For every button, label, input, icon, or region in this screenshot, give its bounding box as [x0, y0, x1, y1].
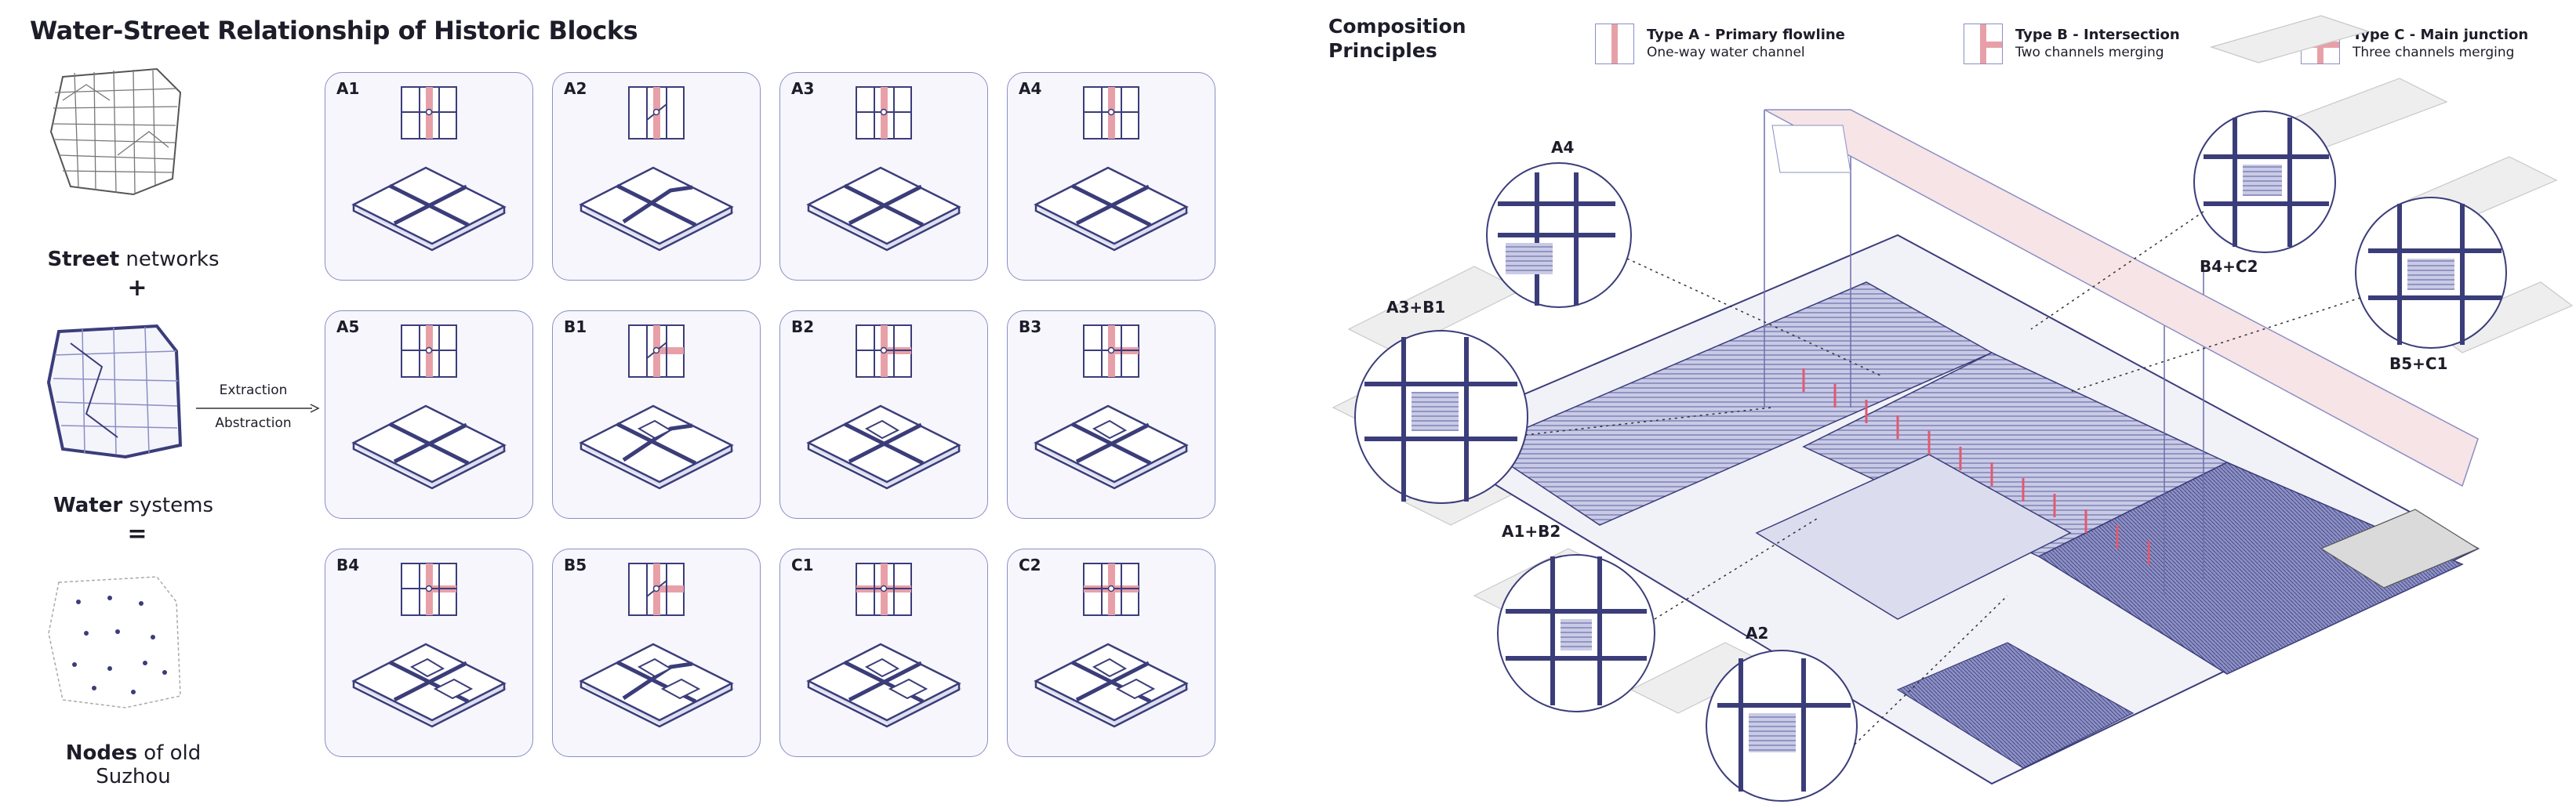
block-diagram: [579, 563, 735, 728]
zoom-label-b4c2: B4+C2: [2200, 257, 2258, 276]
arrow-icon: [196, 404, 320, 413]
block-card-a3: A3: [779, 72, 988, 281]
block-diagram: [806, 563, 962, 728]
water-system-map: [46, 324, 183, 459]
block-diagram: [351, 86, 507, 252]
nodes-label: Nodes of old Suzhou: [65, 741, 202, 788]
block-card-label: A2: [564, 79, 587, 98]
block-diagram: [1034, 563, 1190, 728]
block-card-a1: A1: [325, 72, 533, 281]
street-label: Street networks: [47, 248, 220, 271]
south-terraces: [1896, 642, 2135, 769]
block-diagram: [351, 324, 507, 490]
block-card-label: B3: [1019, 317, 1042, 336]
zoom-label-a1b2: A1+B2: [1502, 522, 1561, 541]
zoom-label-a3b1: A3+B1: [1386, 298, 1446, 317]
block-card-label: B4: [336, 556, 360, 574]
block-card-label: B1: [564, 317, 587, 336]
block-card-label: B2: [791, 317, 815, 336]
block-diagram: [806, 324, 962, 490]
site-axonometric: [1332, 15, 2574, 802]
block-diagram: [806, 86, 962, 252]
zoom-label-a2: A2: [1746, 624, 1769, 643]
flowline-markers: [1802, 368, 2150, 564]
zoom-a1b2: [1497, 554, 1655, 712]
block-diagram: [351, 563, 507, 728]
plus-sign: +: [127, 274, 147, 302]
composition-title: Composition Principles: [1328, 15, 1466, 62]
arrow-top-label: Extraction: [219, 382, 288, 398]
equals-sign: =: [127, 520, 147, 548]
roof-slab: [1764, 109, 2479, 487]
block-card-b3: B3: [1007, 310, 1215, 519]
block-card-label: A3: [791, 79, 815, 98]
arrow-bottom-label: Abstraction: [215, 415, 292, 431]
block-diagram: [1034, 324, 1190, 490]
zoom-a3b1: [1354, 330, 1528, 504]
zoom-b5c1: [2355, 197, 2507, 349]
extraction-arrow: Extraction Abstraction: [194, 382, 320, 437]
zoom-a2: [1706, 650, 1858, 802]
street-network-map: [49, 67, 182, 196]
zoom-leaders: [1524, 211, 2361, 745]
zoom-a4: [1486, 162, 1632, 308]
block-diagram: [579, 324, 735, 490]
corner-building: [2320, 509, 2480, 589]
block-card-b5: B5: [552, 549, 761, 757]
plaza: [1755, 454, 2072, 620]
block-card-label: C1: [791, 556, 814, 574]
block-card-b2: B2: [779, 310, 988, 519]
water-label: Water systems: [53, 494, 213, 517]
block-card-b1: B1: [552, 310, 761, 519]
roof-skylight: [1771, 125, 1851, 173]
block-diagram: [579, 86, 735, 252]
block-card-label: A5: [336, 317, 360, 336]
nodes-map: [48, 576, 181, 708]
zoom-b4c2: [2193, 111, 2336, 253]
type-a-icon: [1595, 24, 1634, 64]
block-card-a4: A4: [1007, 72, 1215, 281]
block-card-label: C2: [1019, 556, 1041, 574]
block-card-label: A4: [1019, 79, 1042, 98]
zoom-label-b5c1: B5+C1: [2389, 354, 2448, 373]
block-card-b4: B4: [325, 549, 533, 757]
type-b-icon: [1964, 24, 2003, 64]
block-card-a2: A2: [552, 72, 761, 281]
block-card-c1: C1: [779, 549, 988, 757]
block-card-a5: A5: [325, 310, 533, 519]
block-diagram: [1034, 86, 1190, 252]
block-card-label: A1: [336, 79, 360, 98]
block-card-label: B5: [564, 556, 587, 574]
page-title: Water-Street Relationship of Historic Bl…: [30, 16, 638, 45]
zoom-label-a4: A4: [1551, 138, 1575, 157]
block-card-c2: C2: [1007, 549, 1215, 757]
